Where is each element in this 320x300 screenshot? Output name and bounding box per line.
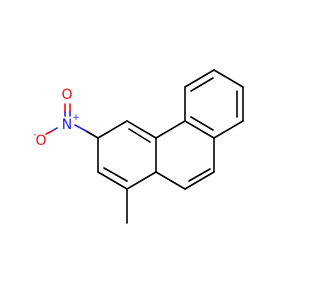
bond [184,69,215,88]
oxygen-double-label: O [61,87,72,103]
bond [126,120,157,139]
nitro-bond-nitrogen [74,124,87,132]
nitrogen-charge: + [72,113,80,123]
bond-double-inner [188,168,211,182]
bond [213,69,244,88]
bond-double-inner [190,77,214,92]
n-o-single-bond [51,127,58,132]
bond [155,171,186,190]
carbon-skeleton [74,69,244,224]
bond [213,120,244,139]
bond [184,171,215,190]
bond [126,171,157,190]
oxygen-single-label: O [35,133,46,149]
nitro-bond-carbon [85,130,99,139]
oxygen-charge: - [33,130,36,140]
bond [155,120,186,139]
n-o-single-bond [45,130,53,135]
bond [97,120,128,139]
bond-double-inner [190,116,214,131]
bond [97,171,128,190]
bond [184,120,215,139]
bond-double-inner [128,128,151,143]
bond-double-inner [103,167,128,182]
molecule-structure: N + O O - [33,69,244,224]
nitro-group: N + O O - [33,87,79,149]
nitrogen-label: N [62,117,72,133]
